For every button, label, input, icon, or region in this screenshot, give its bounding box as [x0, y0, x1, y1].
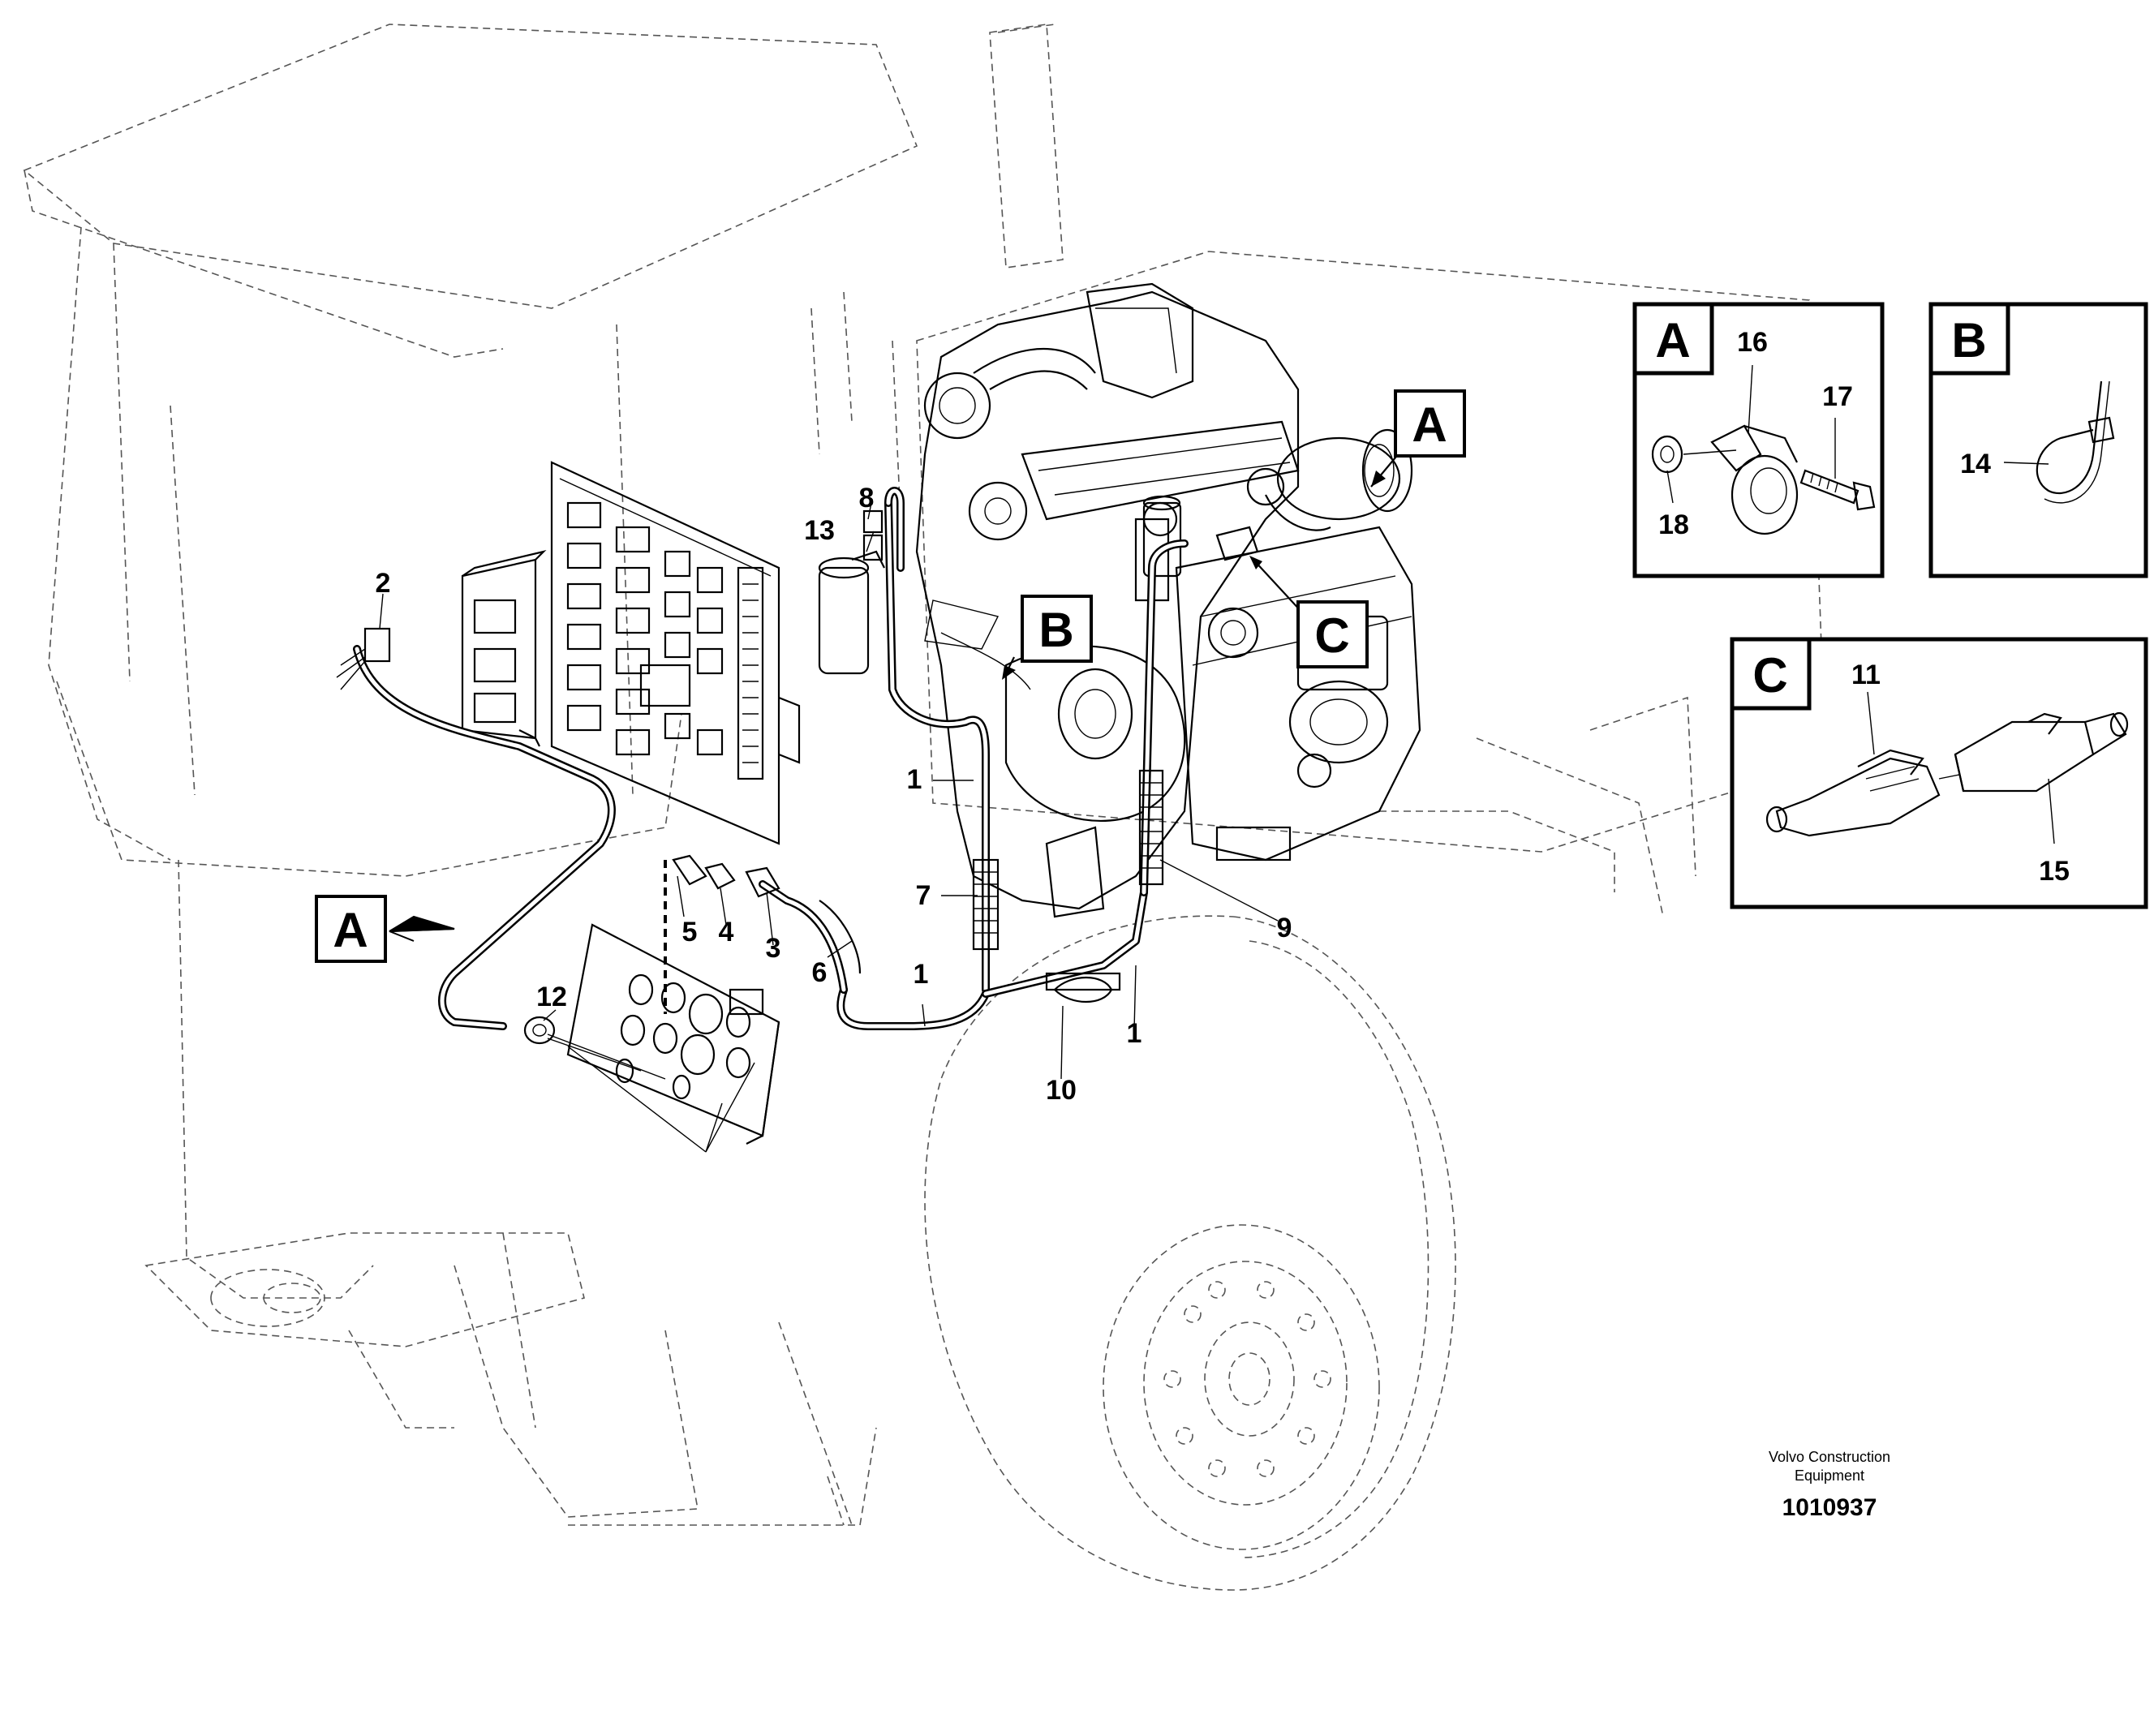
callout-6: 6 — [812, 957, 828, 988]
leader-lines — [379, 437, 1412, 1080]
callout-labels: 2 8 13 1 7 1 1 9 10 6 3 4 5 12 — [376, 483, 1292, 1106]
drawing-number: 1010937 — [1782, 1494, 1877, 1521]
svg-text:A: A — [1655, 313, 1690, 367]
view-tag-a-right: A — [1394, 389, 1466, 458]
svg-text:B: B — [1951, 313, 1986, 367]
callout-1-middle: 1 — [914, 959, 929, 990]
callout-4: 4 — [719, 917, 734, 947]
callout-18: 18 — [1658, 509, 1689, 540]
relay-board — [550, 461, 801, 845]
detail-panel-b: B 14 — [1928, 302, 2148, 578]
drawing-footer: Volvo Construction Equipment 1010937 — [1769, 1449, 1890, 1521]
detail-panel-c: C 11 15 — [1730, 637, 2148, 909]
instrument-panel — [566, 923, 780, 1153]
detail-panel-a: A 16 17 18 — [1632, 302, 1885, 578]
callout-8: 8 — [859, 483, 875, 513]
callout-1-right: 1 — [1127, 1018, 1142, 1049]
svg-text:C: C — [1314, 608, 1349, 663]
company-name-line-2: Equipment — [1795, 1467, 1864, 1484]
svg-text:C: C — [1752, 648, 1787, 703]
callout-17: 17 — [1822, 381, 1853, 412]
svg-text:A: A — [1412, 397, 1447, 452]
callout-7: 7 — [916, 880, 931, 911]
machine-outline — [23, 24, 1826, 1526]
callout-5: 5 — [682, 917, 698, 947]
svg-text:A: A — [333, 903, 368, 957]
callout-12: 12 — [536, 982, 567, 1012]
callout-9: 9 — [1277, 913, 1292, 943]
callout-3: 3 — [766, 933, 781, 964]
callout-2: 2 — [376, 568, 391, 599]
wheel-outline — [924, 915, 1456, 1591]
svg-text:B: B — [1038, 603, 1073, 657]
callout-14: 14 — [1960, 449, 1991, 479]
company-name-line-1: Volvo Construction — [1769, 1449, 1890, 1465]
view-tag-b: B — [1021, 595, 1093, 663]
connector-bracket — [461, 550, 547, 747]
callout-10: 10 — [1046, 1075, 1077, 1106]
view-tag-a-left: A — [315, 895, 387, 963]
callout-11: 11 — [1851, 660, 1881, 690]
callout-16: 16 — [1737, 327, 1768, 358]
engine-assembly — [915, 282, 1421, 918]
tube-routing — [336, 487, 1259, 1080]
callout-15: 15 — [2039, 856, 2070, 887]
callout-13: 13 — [804, 515, 835, 546]
view-tag-c: C — [1296, 600, 1369, 668]
callout-1-upper: 1 — [907, 764, 922, 795]
